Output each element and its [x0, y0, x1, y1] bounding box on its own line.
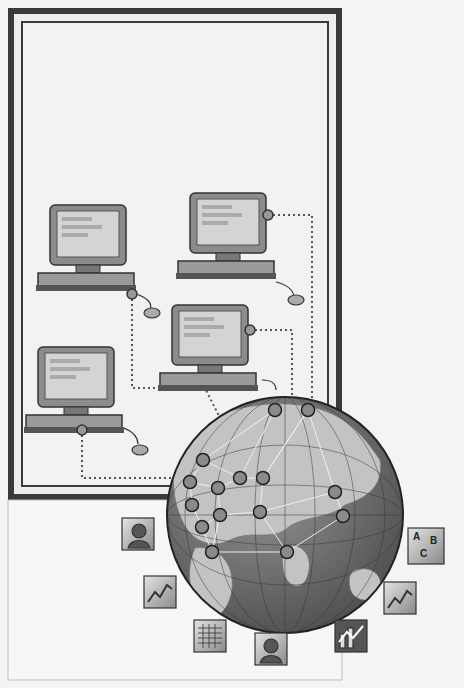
- icon-letter: B: [430, 536, 437, 546]
- icon-letter: C: [420, 549, 427, 559]
- icon-letter: A: [413, 532, 420, 542]
